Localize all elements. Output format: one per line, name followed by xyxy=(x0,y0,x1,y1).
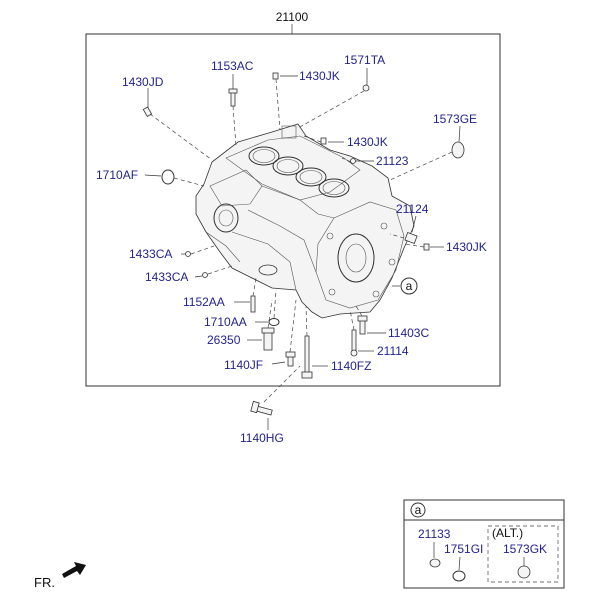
part-1430JK-top-plug xyxy=(272,72,279,80)
detail-callout-circle[interactable] xyxy=(400,277,418,295)
part-21124-sleeve xyxy=(404,232,418,244)
part-1433CA-1-plug xyxy=(185,251,191,257)
part-1152AA-stud xyxy=(250,295,256,313)
part-1430JK-mid-plug xyxy=(320,137,327,145)
label-1430JK-mid: 1430JK xyxy=(347,135,388,149)
label-26350: 26350 xyxy=(207,333,241,347)
part-1430JK-right-plug xyxy=(423,243,430,251)
part-21133-plug xyxy=(429,558,441,568)
detail-box-frame xyxy=(403,499,565,589)
label-1153AC: 1153AC xyxy=(211,59,254,73)
part-11403C-bolt xyxy=(357,315,368,335)
assembly-number-label: 21100 xyxy=(276,10,309,24)
detail-box-marker-letter: a xyxy=(415,503,422,517)
assembly-frame xyxy=(85,33,501,387)
detail-box-a: a (ALT.) 21133 1751GI 1573GK xyxy=(403,499,565,589)
part-1710AA-oring xyxy=(268,318,280,326)
label-1571TA: 1571TA xyxy=(344,53,385,67)
part-1571TA-plug xyxy=(362,84,370,92)
part-21114-pin xyxy=(350,329,358,357)
part-1573GK-cap xyxy=(517,565,531,579)
part-1433CA-2-plug xyxy=(202,272,208,278)
label-11403C: 11403C xyxy=(388,326,429,340)
part-1430JD-pin xyxy=(142,106,153,118)
label-21124: 21124 xyxy=(396,202,429,216)
label-1430JK-top: 1430JK xyxy=(299,69,340,83)
cylinder-block-illustration xyxy=(195,123,415,319)
front-direction-indicator: FR. xyxy=(34,562,86,590)
detail-box-alt-frame xyxy=(487,525,559,583)
detail-callout-letter: a xyxy=(406,279,413,293)
label-1152AA: 1152AA xyxy=(183,295,225,309)
detail-box-alt-label: (ALT.) xyxy=(492,526,523,540)
label-1751GI: 1751GI xyxy=(444,542,483,556)
part-1710AF-oring xyxy=(161,169,175,185)
label-1430JK-right: 1430JK xyxy=(446,240,487,254)
label-21114: 21114 xyxy=(377,344,409,358)
label-1140FZ: 1140FZ xyxy=(331,359,371,373)
label-1140HG: 1140HG xyxy=(240,431,284,445)
part-1140FZ-bolt xyxy=(301,335,313,379)
part-1153AC-bolt xyxy=(228,88,238,107)
leader-lines xyxy=(144,68,461,430)
part-21123-pin xyxy=(350,158,356,164)
part-1140JF-bolt xyxy=(285,351,296,367)
label-1573GE: 1573GE xyxy=(433,112,477,126)
label-1433CA-2: 1433CA xyxy=(145,270,188,284)
alignment-dashed-lines xyxy=(149,78,453,403)
part-1140HG-bolt xyxy=(250,400,273,416)
label-1710AA: 1710AA xyxy=(204,315,247,329)
part-26350-sensor xyxy=(261,327,275,351)
part-1751GI-gasket xyxy=(452,570,466,582)
label-21123: 21123 xyxy=(376,154,409,168)
label-1573GK: 1573GK xyxy=(503,542,547,556)
label-1710AF: 1710AF xyxy=(96,168,138,182)
label-21133: 21133 xyxy=(418,527,451,541)
front-arrow-icon xyxy=(62,562,86,578)
label-1430JD: 1430JD xyxy=(122,75,164,89)
label-1140JF: 1140JF xyxy=(224,358,263,372)
label-1433CA-1: 1433CA xyxy=(129,247,172,261)
part-1573GE-cap xyxy=(451,141,465,159)
front-direction-label: FR. xyxy=(34,575,55,590)
detail-box-marker-circle xyxy=(410,502,426,518)
